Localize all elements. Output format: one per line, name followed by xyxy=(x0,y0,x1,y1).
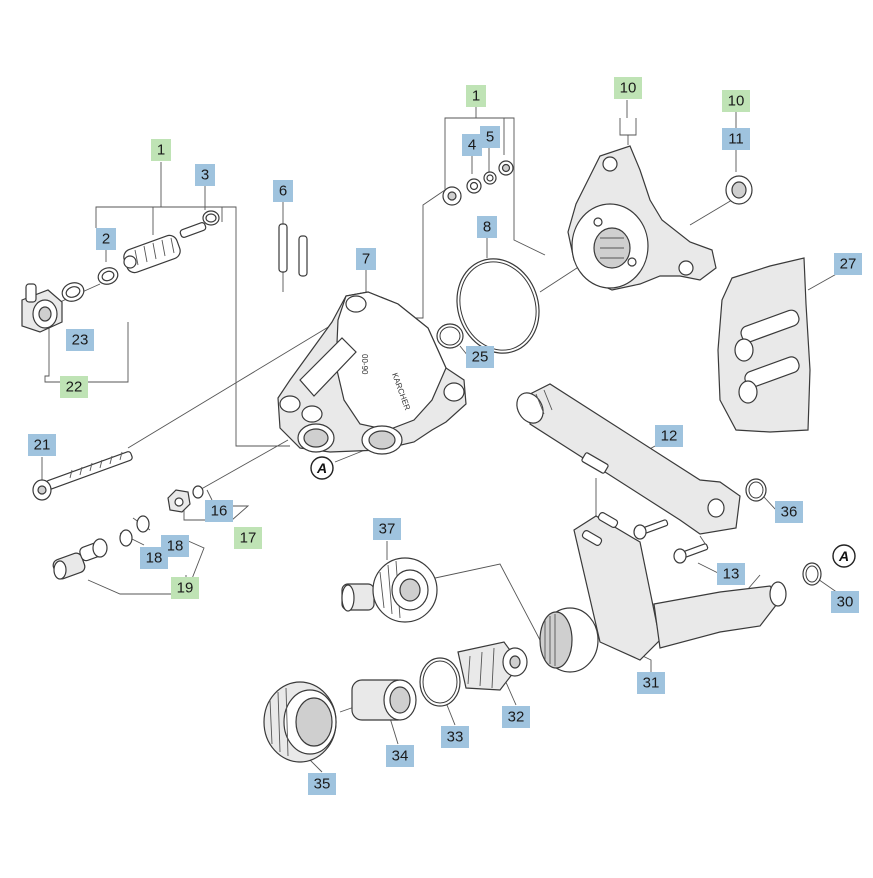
part-o-ring-36 xyxy=(745,478,767,502)
svg-text:34: 34 xyxy=(392,748,409,765)
part-screws-13 xyxy=(633,519,709,564)
part-seal-11 xyxy=(725,175,753,205)
callout-22: 22 xyxy=(60,376,88,398)
callout-3: 3 xyxy=(195,164,215,186)
svg-text:17: 17 xyxy=(240,530,257,547)
callout-17: 17 xyxy=(234,527,262,549)
part-bolt-21 xyxy=(32,451,133,501)
svg-text:35: 35 xyxy=(314,776,331,793)
part-o-ring-23 xyxy=(61,282,85,302)
part-o-ring-8 xyxy=(456,258,540,354)
svg-text:5: 5 xyxy=(486,129,494,146)
svg-text:11: 11 xyxy=(728,131,744,148)
callout-18-b: 18 xyxy=(140,547,168,569)
part-pipe-12 xyxy=(516,383,741,535)
svg-text:19: 19 xyxy=(177,580,194,597)
callout-23: 23 xyxy=(66,329,94,351)
callout-1-right: 1 xyxy=(466,85,486,107)
callout-11: 11 xyxy=(722,128,750,150)
part-bracket-31 xyxy=(539,512,787,673)
svg-text:22: 22 xyxy=(66,379,83,396)
part-pump-housing-7: 00-90 KARCHER xyxy=(277,291,467,455)
callout-21: 21 xyxy=(28,434,56,456)
svg-text:36: 36 xyxy=(781,504,798,521)
svg-text:30: 30 xyxy=(837,594,854,611)
svg-text:32: 32 xyxy=(508,709,525,726)
svg-text:10: 10 xyxy=(728,93,745,110)
part-union-nut-35 xyxy=(263,681,337,763)
svg-text:2: 2 xyxy=(102,231,110,248)
reference-marker-a-housing: A xyxy=(310,456,334,480)
callout-5: 5 xyxy=(480,126,500,148)
callout-34: 34 xyxy=(386,745,414,767)
part-coupling-37 xyxy=(341,557,438,623)
callout-10-top: 10 xyxy=(614,77,642,99)
part-valve-cap-22 xyxy=(21,283,63,333)
callout-16: 16 xyxy=(205,500,233,522)
part-seals-4-5 xyxy=(442,160,514,206)
part-o-rings-18 xyxy=(119,515,150,547)
callout-labels: 1 2 3 23 22 6 7 1 4 5 8 25 10 10 11 27 2… xyxy=(28,77,862,795)
svg-text:25: 25 xyxy=(472,349,489,366)
svg-text:31: 31 xyxy=(643,675,660,692)
casting-date-stamp: 00-90 xyxy=(360,354,369,375)
part-cylinder-head-10 xyxy=(567,145,717,291)
svg-text:4: 4 xyxy=(468,137,476,154)
part-o-ring-2 xyxy=(97,267,119,285)
svg-text:23: 23 xyxy=(72,332,89,349)
callout-19: 19 xyxy=(171,577,199,599)
callout-32: 32 xyxy=(502,706,530,728)
callout-8: 8 xyxy=(477,216,497,238)
svg-text:18: 18 xyxy=(146,550,163,567)
svg-text:3: 3 xyxy=(201,167,209,184)
callout-6: 6 xyxy=(273,180,293,202)
callout-31: 31 xyxy=(637,672,665,694)
svg-text:1: 1 xyxy=(472,88,480,105)
callout-1-left: 1 xyxy=(151,139,171,161)
part-valve-spring-assembly xyxy=(123,222,207,274)
svg-text:6: 6 xyxy=(279,183,287,200)
callout-30: 30 xyxy=(831,591,859,613)
svg-text:37: 37 xyxy=(379,521,396,538)
callout-27: 27 xyxy=(834,253,862,275)
part-o-ring-25 xyxy=(436,323,464,349)
svg-text:13: 13 xyxy=(723,566,740,583)
svg-text:27: 27 xyxy=(840,256,857,273)
svg-text:33: 33 xyxy=(447,729,464,746)
callout-25: 25 xyxy=(466,346,494,368)
svg-text:12: 12 xyxy=(661,428,678,445)
part-nut-16 xyxy=(167,485,204,513)
reference-marker-a-bracket: A xyxy=(832,544,856,568)
svg-text:1: 1 xyxy=(157,142,165,159)
reference-a-text-1: A xyxy=(316,460,327,476)
callout-7: 7 xyxy=(356,248,376,270)
callout-35: 35 xyxy=(308,773,336,795)
callout-10-right: 10 xyxy=(722,90,750,112)
callout-36: 36 xyxy=(775,501,803,523)
svg-text:18: 18 xyxy=(167,538,184,555)
callout-33: 33 xyxy=(441,726,469,748)
part-filter-32 xyxy=(457,641,528,691)
callout-37: 37 xyxy=(373,518,401,540)
part-adapter-34 xyxy=(351,679,417,721)
callout-12: 12 xyxy=(655,425,683,447)
callout-2: 2 xyxy=(96,228,116,250)
svg-text:8: 8 xyxy=(483,219,491,236)
svg-text:16: 16 xyxy=(211,503,228,520)
part-valve-19 xyxy=(52,538,108,580)
svg-text:21: 21 xyxy=(34,437,51,454)
svg-text:10: 10 xyxy=(620,80,637,97)
part-o-ring-30 xyxy=(802,562,822,586)
part-o-ring-3 xyxy=(202,210,220,226)
callout-13: 13 xyxy=(717,563,745,585)
reference-a-text-2: A xyxy=(838,548,849,564)
part-pin-6 xyxy=(278,223,308,277)
part-bag-27 xyxy=(717,257,811,433)
callout-4: 4 xyxy=(462,134,482,156)
part-o-ring-33 xyxy=(419,657,461,707)
svg-text:7: 7 xyxy=(362,251,370,268)
